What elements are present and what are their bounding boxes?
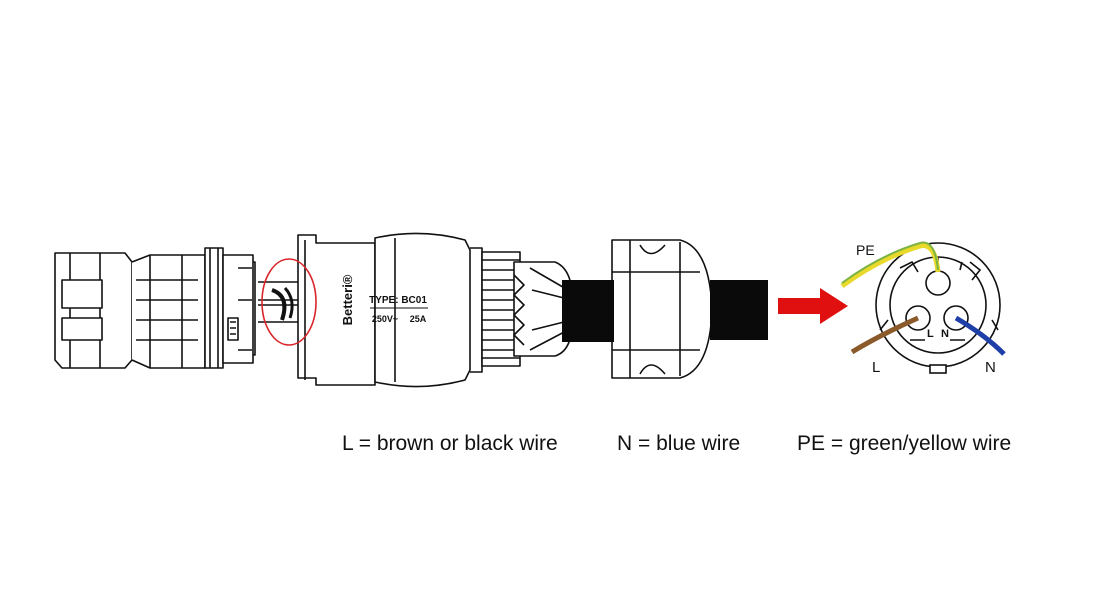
pinout-face xyxy=(875,242,1001,374)
plug-mating-end xyxy=(54,247,256,369)
wire-n-blue xyxy=(954,315,1006,356)
brand-label: Betteri® xyxy=(340,274,355,325)
pin-l-mark: L xyxy=(927,328,934,340)
legend-n: N = blue wire xyxy=(617,432,741,455)
legend-l: L = brown or black wire xyxy=(342,432,558,455)
n-label: N xyxy=(985,359,996,376)
cable xyxy=(562,280,768,342)
l-label: L xyxy=(872,359,880,376)
pin-n-mark: N xyxy=(941,328,949,340)
red-arrow xyxy=(778,288,848,324)
body-label: Betteri® TYPE: BC01 250V~ 25A xyxy=(340,274,428,325)
pe-label: PE xyxy=(856,242,875,258)
wire-pe-green xyxy=(841,241,939,284)
connector-body xyxy=(297,232,574,388)
rating-current: 25A xyxy=(410,314,427,324)
highlight-circle xyxy=(261,258,317,346)
wire-l-brown xyxy=(850,315,920,355)
cable-gland-nut xyxy=(611,239,713,379)
legend-pe: PE = green/yellow wire xyxy=(797,432,1012,455)
rating-voltage: 250V~ xyxy=(372,314,398,324)
type-label: TYPE: BC01 xyxy=(369,295,427,306)
